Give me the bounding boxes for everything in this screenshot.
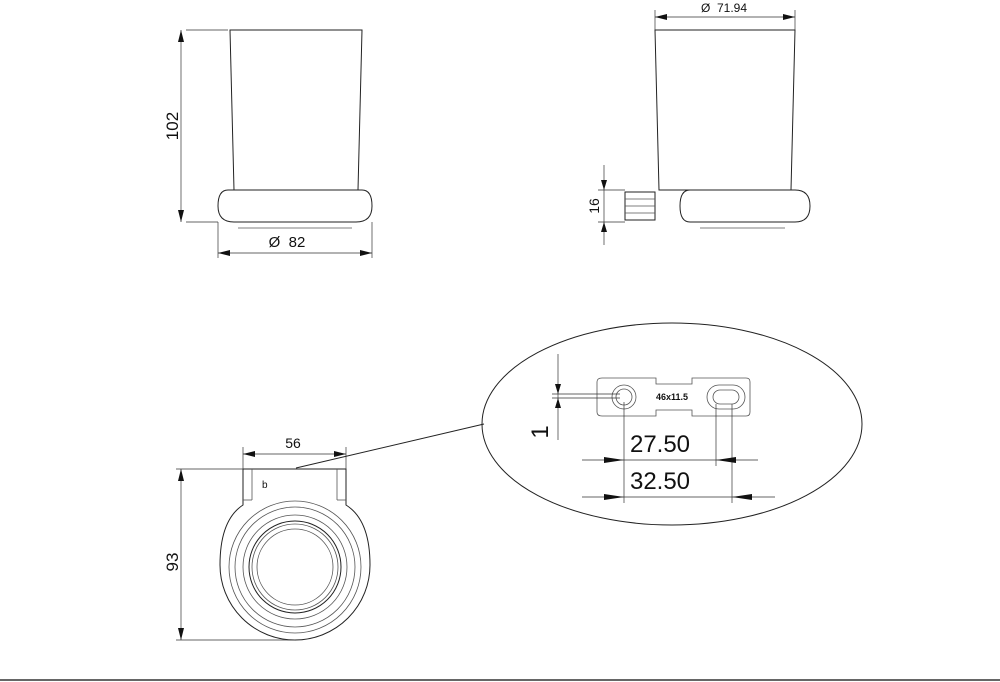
front-view: 102 Ø 82: [163, 29, 373, 258]
width-label: 56: [285, 435, 301, 451]
mounting-plate: [596, 377, 751, 417]
side-view: Ø 71.94 16: [586, 1, 811, 245]
cup-outline: [229, 29, 363, 191]
diameter-label: Ø 82: [269, 234, 306, 251]
detail-callout: 46x11.5 1 27.50 32.50: [481, 322, 863, 526]
offset-label: 1: [527, 425, 554, 438]
height-label: 93: [163, 553, 182, 572]
inner-spacing-label: 27.50: [630, 431, 690, 458]
plate-label: 46x11.5: [656, 392, 688, 402]
height-label: 102: [163, 112, 182, 140]
base-height-label: 16: [586, 198, 602, 214]
detail-leader-line: [295, 423, 485, 469]
diameter-label: Ø 71.94: [701, 1, 747, 15]
base-outline: [679, 189, 811, 223]
bottom-view: b 56 93: [163, 423, 485, 641]
outer-spacing-label: 32.50: [630, 468, 690, 495]
logo-mark: b: [262, 480, 268, 491]
base-outline: [217, 189, 373, 223]
cup-outline: [654, 29, 796, 191]
